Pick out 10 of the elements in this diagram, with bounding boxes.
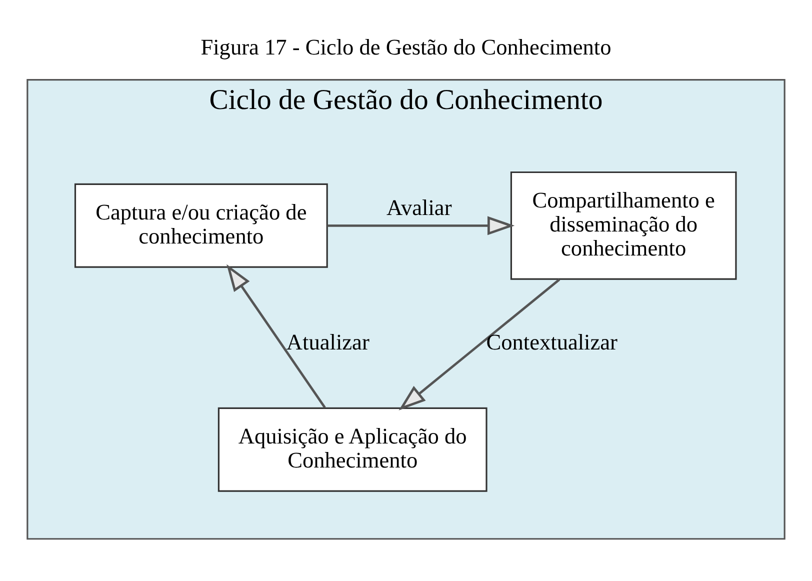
arrow (327, 216, 515, 235)
node-box: Aquisição e Aplicação do Conhecimento (218, 406, 488, 492)
arrow (398, 278, 560, 410)
node-box: Captura e/ou criação de conhecimento (74, 182, 328, 268)
arrow (226, 264, 326, 408)
node-box: Compartilhamento e disseminação do conhecimento (510, 170, 737, 280)
edge-label: Avaliar (386, 194, 452, 220)
edge-label: Contextualizar (486, 329, 618, 354)
edge-label: Atualizar (286, 329, 370, 354)
diagram-title: Figura 17 - Ciclo de Gestão do Conhecimento (200, 34, 612, 60)
